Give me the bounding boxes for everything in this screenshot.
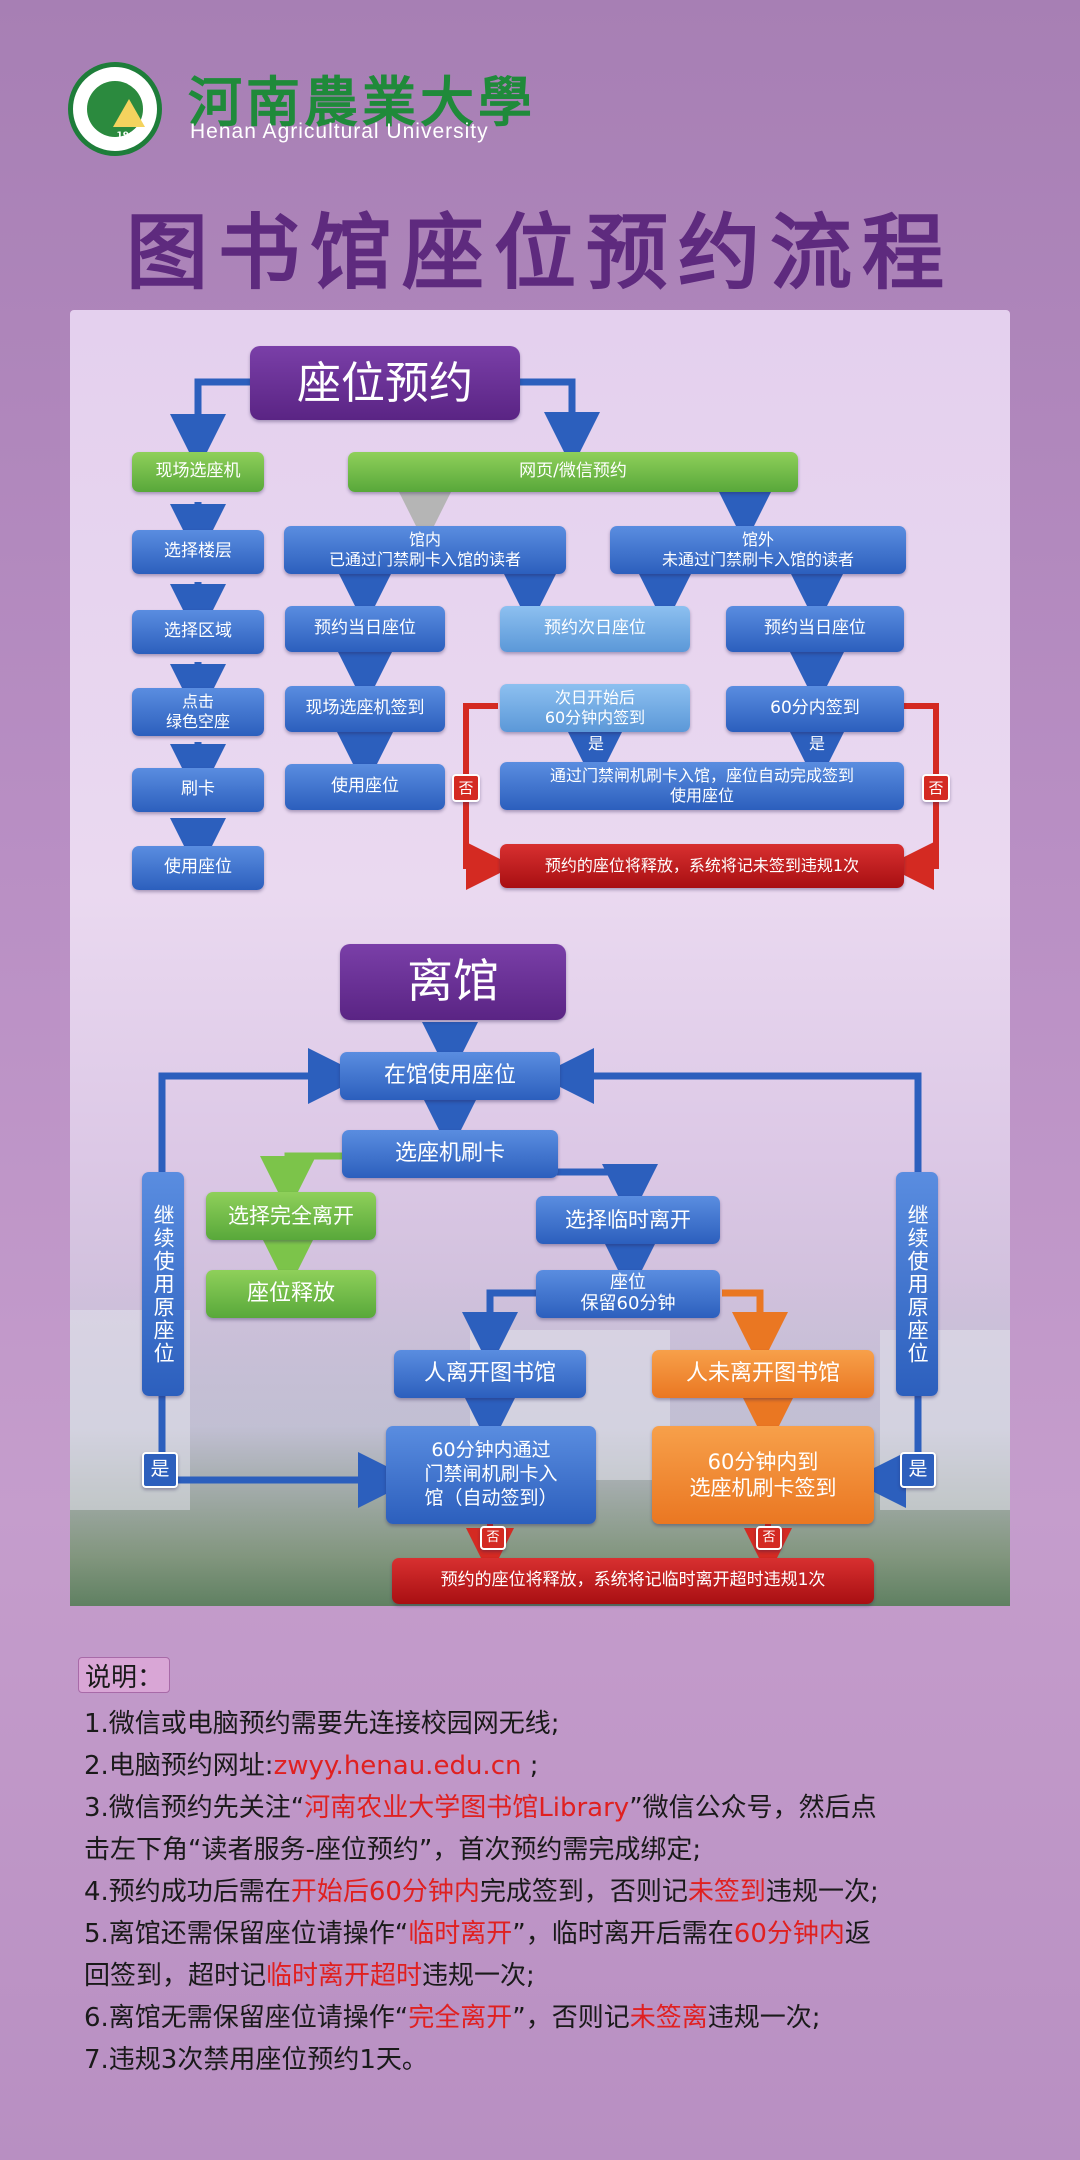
note-text: 6.离馆无需保留座位请操作“ — [84, 2003, 409, 2033]
note-text: 完成签到，否则记 — [479, 1877, 688, 1907]
note-highlight: 完全离开 — [408, 2003, 513, 2033]
note-line: 2.电脑预约网址:zwyy.henau.edu.cn ; — [84, 1745, 539, 1787]
yes-label: 是 — [900, 1452, 936, 1488]
note-text: ”微信公众号，然后点 — [629, 1793, 877, 1823]
online-reservation-header: 网页/微信预约 — [348, 452, 798, 492]
onsite-step: 选择楼层 — [132, 530, 264, 574]
note-text: 3.微信预约先关注“ — [84, 1793, 305, 1823]
note-text: 违规一次; — [422, 1961, 535, 1991]
outside-checkin: 60分内签到 — [726, 686, 904, 732]
return-via-gate: 60分钟内通过 门禁闸机刷卡入 馆（自动签到） — [386, 1426, 596, 1524]
logo-year: 1902 — [116, 131, 142, 141]
note-highlight: 临时离开超时 — [266, 1961, 423, 1991]
no-label: 否 — [480, 1526, 506, 1550]
onsite-step: 使用座位 — [132, 846, 264, 890]
onsite-step: 选择区域 — [132, 610, 264, 654]
university-name-en: Henan Agricultural University — [190, 120, 489, 143]
outside-same-day-reservation: 预约当日座位 — [726, 606, 904, 652]
outside-readers-header: 馆外 未通过门禁刷卡入馆的读者 — [610, 526, 906, 574]
auto-signin-result: 通过门禁闸机刷卡入馆，座位自动完成签到 使用座位 — [500, 762, 904, 810]
note-line: 4.预约成功后需在开始后60分钟内完成签到，否则记未签到违规一次; — [84, 1871, 879, 1913]
university-logo: 1902 — [68, 62, 162, 156]
inside-step: 现场选座机签到 — [285, 686, 445, 732]
leaving-section-title: 离馆 — [340, 944, 566, 1020]
note-line: 回签到，超时记临时离开超时违规一次; — [84, 1955, 535, 1997]
not-left-library: 人未离开图书馆 — [652, 1350, 874, 1398]
note-highlight: 临时离开 — [408, 1919, 513, 1949]
note-text: 击左下角“读者服务-座位预约”，首次预约需完成绑定; — [84, 1835, 702, 1865]
in-use-seat: 在馆使用座位 — [340, 1052, 560, 1100]
note-highlight: 未签到 — [687, 1877, 766, 1907]
logo-emblem: 1902 — [87, 81, 145, 141]
reservation-section-title: 座位预约 — [250, 346, 520, 420]
note-text: 返 — [844, 1919, 871, 1949]
note-text: ”，临时离开后需在 — [512, 1919, 734, 1949]
note-text: 5.离馆还需保留座位请操作“ — [84, 1919, 409, 1949]
note-text: ; — [521, 1751, 539, 1781]
no-label: 否 — [452, 774, 480, 802]
onsite-step: 刷卡 — [132, 768, 264, 812]
full-leave-option: 选择完全离开 — [206, 1192, 376, 1240]
inside-readers-header: 馆内 已通过门禁刷卡入馆的读者 — [284, 526, 566, 574]
temp-leave-timeout-violation: 预约的座位将释放，系统将记临时离开超时违规1次 — [392, 1558, 874, 1604]
note-highlight: zwyy.henau.edu.cn — [273, 1751, 522, 1781]
yes-label: 是 — [142, 1452, 178, 1488]
no-checkin-violation: 预约的座位将释放，系统将记未签到违规1次 — [500, 844, 904, 888]
note-highlight: 60分钟内 — [733, 1919, 845, 1949]
left-library: 人离开图书馆 — [394, 1350, 586, 1398]
note-line: 5.离馆还需保留座位请操作“临时离开”，临时离开后需在60分钟内返 — [84, 1913, 871, 1955]
note-text: 回签到，超时记 — [84, 1961, 267, 1991]
temp-leave-option: 选择临时离开 — [536, 1196, 720, 1244]
inside-step: 预约当日座位 — [285, 606, 445, 652]
note-text: 违规一次; — [765, 1877, 879, 1907]
page-title: 图书馆座位预约流程 — [125, 206, 954, 301]
seat-kept-60min: 座位 保留60分钟 — [536, 1270, 720, 1318]
notes-title: 说明： — [78, 1657, 170, 1693]
note-line: 7.违规3次禁用座位预约1天。 — [84, 2039, 428, 2081]
note-text: 4.预约成功后需在 — [84, 1877, 291, 1907]
university-name-cn: 河南農業大學 — [188, 70, 536, 134]
note-line: 1.微信或电脑预约需要先连接校园网无线; — [84, 1703, 560, 1745]
note-line: 6.离馆无需保留座位请操作“完全离开”，否则记未签离违规一次; — [84, 1997, 821, 2039]
continue-using-seat-right: 继续使用原座位 — [896, 1172, 938, 1396]
onsite-kiosk-header: 现场选座机 — [132, 452, 264, 492]
seat-released: 座位释放 — [206, 1270, 376, 1318]
onsite-step: 点击 绿色空座 — [132, 688, 264, 736]
next-day-checkin: 次日开始后 60分钟内签到 — [500, 684, 690, 732]
note-text: 1.微信或电脑预约需要先连接校园网无线; — [84, 1709, 560, 1739]
note-highlight: 开始后60分钟内 — [290, 1877, 480, 1907]
note-text: 违规一次; — [707, 2003, 821, 2033]
note-text: 2.电脑预约网址: — [84, 1751, 274, 1781]
next-day-reservation: 预约次日座位 — [500, 606, 690, 652]
no-label: 否 — [756, 1526, 782, 1550]
yes-label: 是 — [809, 734, 826, 753]
note-text: 7.违规3次禁用座位预约1天。 — [84, 2045, 428, 2075]
note-highlight: 河南农业大学图书馆Library — [304, 1793, 630, 1823]
return-via-kiosk: 60分钟内到 选座机刷卡签到 — [652, 1426, 874, 1524]
kiosk-swipe: 选座机刷卡 — [342, 1130, 558, 1178]
note-line: 3.微信预约先关注“河南农业大学图书馆Library”微信公众号，然后点 — [84, 1787, 877, 1829]
continue-using-seat-left: 继续使用原座位 — [142, 1172, 184, 1396]
note-line: 击左下角“读者服务-座位预约”，首次预约需完成绑定; — [84, 1829, 701, 1871]
yes-label: 是 — [588, 734, 605, 753]
note-highlight: 未签离 — [629, 2003, 708, 2033]
note-text: ”，否则记 — [512, 2003, 630, 2033]
no-label: 否 — [922, 774, 950, 802]
logo-triangle-icon — [113, 99, 145, 127]
inside-step: 使用座位 — [285, 764, 445, 810]
